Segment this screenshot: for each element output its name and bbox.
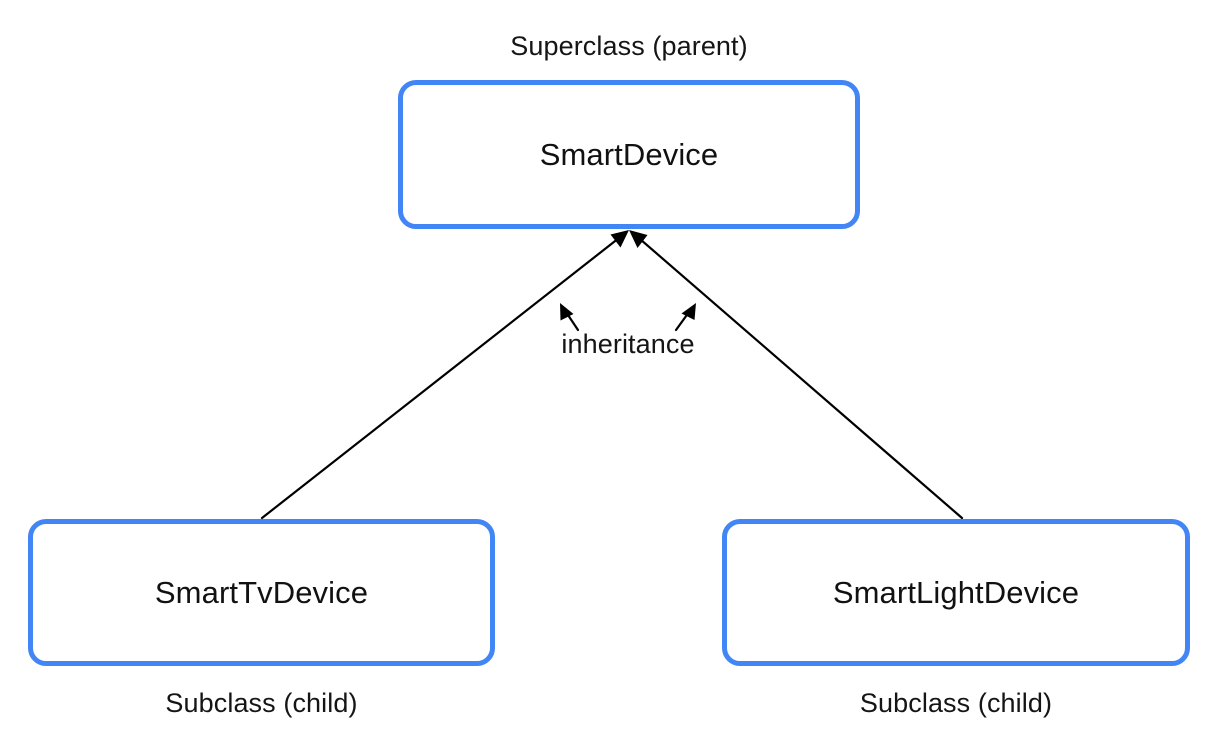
smarttvdevice-caption: Subclass (child) — [165, 688, 358, 718]
inheritance-edge-label: inheritance — [561, 329, 695, 359]
class-box-smartlightdevice-label: SmartLightDevice — [832, 574, 1080, 610]
class-box-smarttvdevice-label: SmartTvDevice — [154, 574, 369, 610]
class-box-smartdevice-label: SmartDevice — [539, 136, 719, 172]
class-box-smartdevice[interactable]: SmartDevice — [398, 80, 860, 229]
inheritance-arrow-from-smartlightdevice — [629, 230, 964, 520]
inheritance-label-pointer-right-icon — [674, 303, 696, 332]
smartlightdevice-caption: Subclass (child) — [859, 688, 1053, 718]
inheritance-arrow-from-smarttvdevice — [260, 230, 629, 520]
inheritance-label-pointer-left-icon — [560, 303, 580, 332]
class-box-smartlightdevice[interactable]: SmartLightDevice — [722, 519, 1190, 666]
superclass-caption: Superclass (parent) — [510, 31, 748, 61]
class-box-smarttvdevice[interactable]: SmartTvDevice — [28, 519, 495, 666]
